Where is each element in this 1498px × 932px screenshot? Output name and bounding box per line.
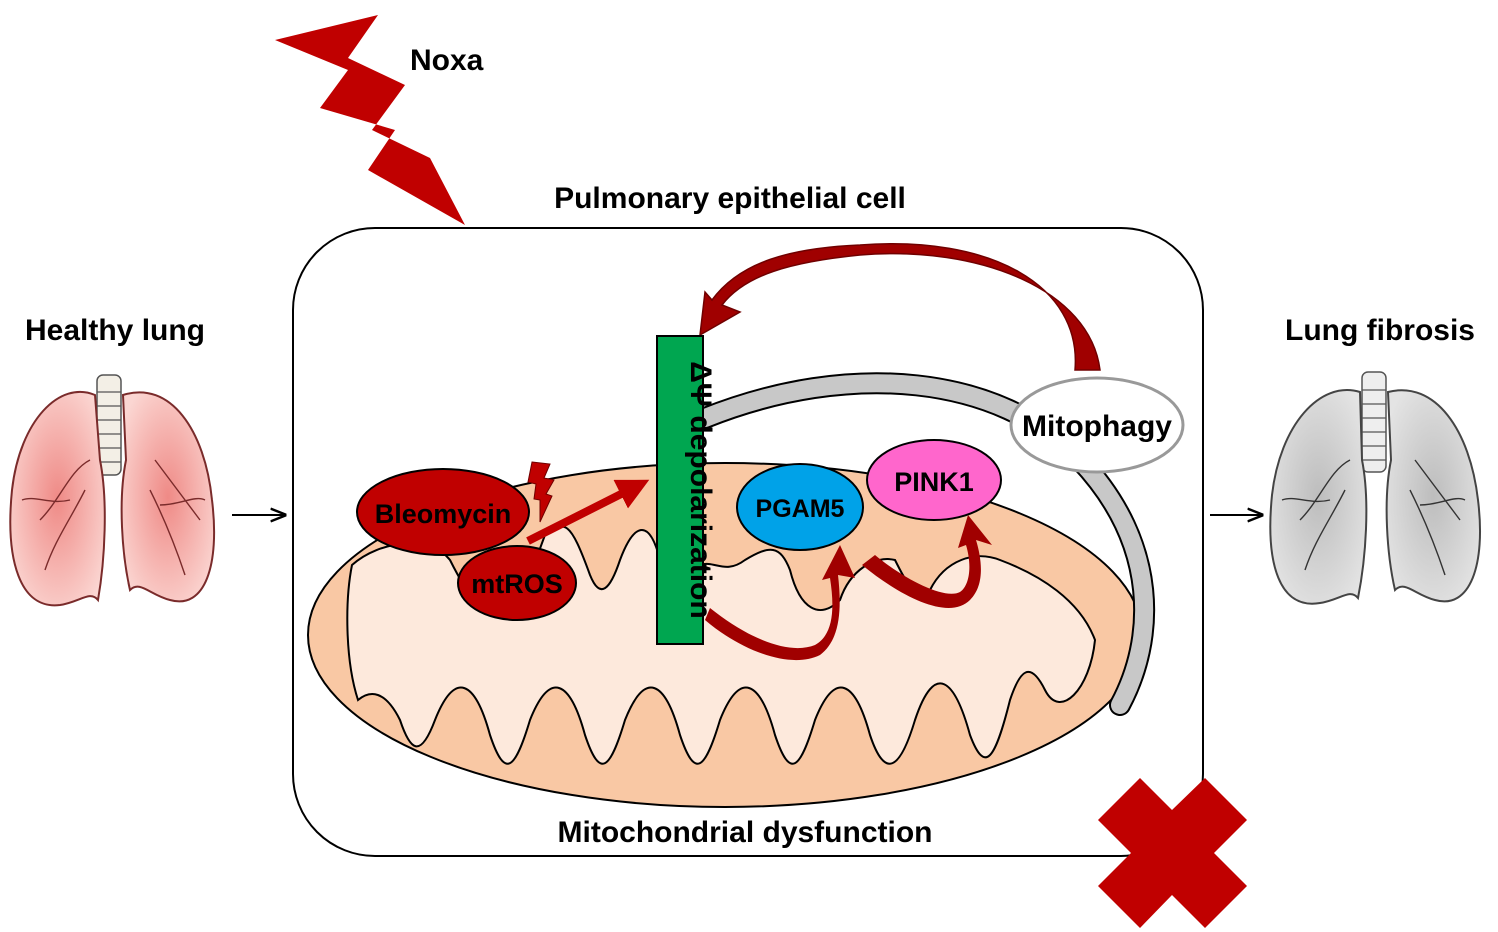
depolarization-label: ΔΨ depolarization [684, 361, 717, 619]
cross-icon [1098, 778, 1247, 928]
pink1-label: PINK1 [894, 467, 974, 497]
mtros-node [457, 545, 577, 621]
fibrotic-lung-icon [1269, 371, 1482, 605]
arrow-pgam5-to-pink1 [862, 515, 992, 608]
feedback-arrow-mitophagy-to-depolarization [699, 243, 1101, 371]
mitochondrial-dysfunction-label: Mitochondrial dysfunction [558, 816, 933, 849]
healthy-lung-label: Healthy lung [25, 314, 205, 347]
bleomycin-label: Bleomycin [375, 499, 512, 529]
depolarization-bar [656, 335, 704, 645]
lightning-bolt-icon [275, 15, 465, 225]
lung-fibrosis-label: Lung fibrosis [1285, 314, 1475, 347]
noxa-label: Noxa [410, 44, 484, 77]
bleomycin-node [356, 468, 530, 556]
mtros-label: mtROS [471, 569, 563, 599]
small-bolt-icon [527, 461, 555, 523]
mitophagy-node [1009, 376, 1185, 474]
pink1-node [866, 439, 1002, 521]
arrow-depolarization-to-pgam5 [705, 545, 855, 661]
arrow-mtros-to-depolarization [526, 479, 650, 545]
healthy-lung-icon [9, 374, 216, 607]
mitophagy-label: Mitophagy [1022, 410, 1172, 443]
pgam5-node [736, 463, 864, 551]
cell-title: Pulmonary epithelial cell [554, 182, 906, 215]
pgam5-label: PGAM5 [756, 495, 845, 523]
